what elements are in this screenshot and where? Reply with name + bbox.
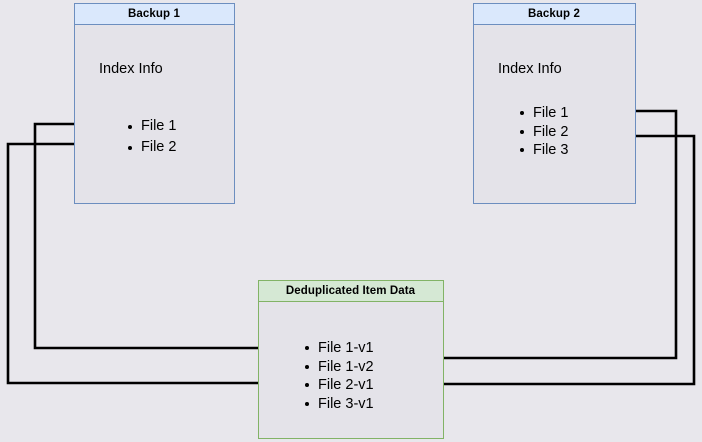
dedup-box[interactable]: Deduplicated Item Data File 1-v1 File 1-…: [257, 279, 444, 439]
dedup-file-list: File 1-v1 File 1-v2 File 2-v1 File 3-v1: [303, 339, 374, 413]
backup2-file-list: File 1 File 2 File 3: [518, 104, 568, 160]
backup1-header-label: Backup 1: [128, 7, 180, 20]
list-item[interactable]: File 2-v1: [303, 376, 374, 395]
backup2-caption: Index Info: [498, 61, 562, 77]
list-item[interactable]: File 2: [126, 137, 176, 158]
list-item[interactable]: File 1-v1: [303, 339, 374, 358]
list-item[interactable]: File 3: [518, 141, 568, 160]
dedup-header-label: Deduplicated Item Data: [285, 284, 416, 297]
backup1-box[interactable]: Backup 1 Index Info File 1 File 2: [73, 2, 235, 204]
list-item[interactable]: File 2: [518, 123, 568, 142]
list-item[interactable]: File 1: [518, 104, 568, 123]
backup1-file-list: File 1 File 2: [126, 116, 176, 158]
backup2-header: Backup 2: [472, 2, 636, 25]
backup1-caption: Index Info: [99, 61, 163, 77]
list-item[interactable]: File 1: [126, 116, 176, 137]
list-item[interactable]: File 3-v1: [303, 395, 374, 414]
backup1-header: Backup 1: [73, 2, 235, 25]
backup2-box[interactable]: Backup 2 Index Info File 1 File 2 File 3: [472, 2, 636, 204]
backup2-header-label: Backup 2: [528, 7, 580, 20]
dedup-header: Deduplicated Item Data: [257, 279, 444, 302]
list-item[interactable]: File 1-v2: [303, 358, 374, 377]
